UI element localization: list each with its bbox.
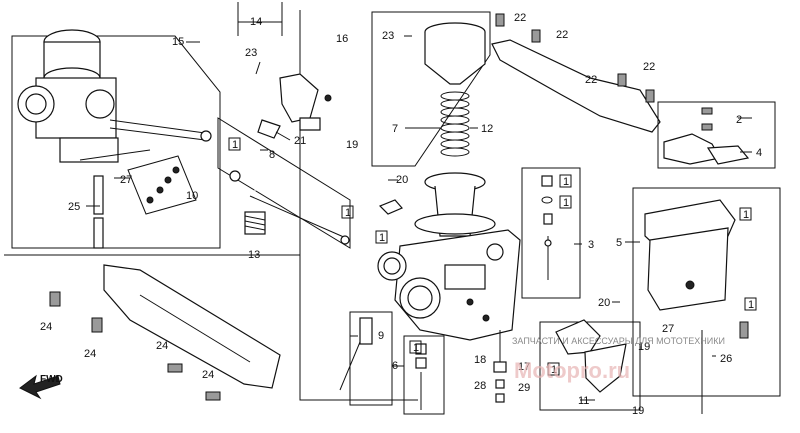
piston-diaphragm-illustration — [414, 172, 496, 237]
choke-parts-illustration — [663, 107, 750, 165]
callout-27a: 27 — [120, 174, 132, 186]
mounting-bracket-plate-illustration — [103, 264, 281, 389]
callout-27b: 27 — [662, 323, 674, 335]
ref-1-b: 1 — [345, 207, 351, 219]
sub-frame-9 — [349, 311, 393, 406]
watermark-tagline: ЗАПЧАСТИ И АКСЕССУАРЫ ДЛЯ МОТОТЕХНИКИ — [512, 336, 725, 346]
callout-16: 16 — [336, 33, 348, 45]
needle-9-illustration — [339, 317, 373, 391]
callout-24b: 24 — [156, 340, 168, 352]
bolts-24-illustration — [49, 291, 221, 401]
callout-3: 3 — [588, 239, 594, 251]
callout-22b: 22 — [556, 29, 568, 41]
watermark-brand: Motopro.ru — [514, 358, 630, 383]
callout-13: 13 — [248, 249, 260, 261]
ref-1-d: 1 — [563, 176, 569, 188]
screws-22-illustration — [495, 13, 655, 103]
parts-17-18-28-29-illustration — [493, 330, 507, 403]
callout-20b: 20 — [598, 297, 610, 309]
ref-1-a: 1 — [232, 139, 238, 151]
ref-1-i: 1 — [551, 364, 557, 376]
shaft-illustration — [229, 145, 350, 245]
ref-1-boxes: 1 1 1 1 1 1 1 1 1 — [228, 137, 757, 376]
callout-19a: 19 — [346, 139, 358, 151]
callout-21: 21 — [294, 135, 306, 147]
callout-9: 9 — [378, 330, 384, 342]
fwd-label: FWD — [40, 374, 63, 385]
callout-leaders — [86, 35, 752, 401]
sub-frame-2-4 — [657, 101, 776, 169]
float-chamber-illustration — [644, 199, 736, 311]
jets-illustration — [541, 175, 553, 280]
callout-19b: 19 — [638, 341, 650, 353]
callout-12: 12 — [481, 123, 493, 135]
callout-4: 4 — [756, 147, 762, 159]
callout-23b: 23 — [382, 30, 394, 42]
callout-8: 8 — [269, 149, 275, 161]
pin-25-illustration — [93, 175, 104, 215]
sub-frame-11 — [539, 321, 641, 411]
ref-1-h: 1 — [413, 342, 419, 354]
throttle-bracket-illustration — [257, 73, 332, 139]
callout-6: 6 — [392, 360, 398, 372]
drain-screw-illustration — [739, 321, 749, 339]
callout-29: 29 — [518, 382, 530, 394]
pin-25b-illustration — [93, 217, 104, 249]
callout-24a: 24 — [40, 321, 52, 333]
ref-1-g: 1 — [748, 299, 754, 311]
callout-17: 17 — [518, 361, 530, 373]
vacuum-cap-illustration — [424, 22, 486, 85]
callout-2: 2 — [736, 114, 742, 126]
callout-numbers: 14 15 23 16 23 22 22 22 22 7 12 21 8 19 … — [40, 12, 762, 417]
sub-frame-8 — [217, 117, 351, 249]
spring-12-illustration — [440, 91, 470, 157]
callout-28: 28 — [474, 380, 486, 392]
ref-1-c: 1 — [379, 232, 385, 244]
throttle-cover-11-illustration — [555, 319, 627, 393]
callout-7: 7 — [392, 123, 398, 135]
sub-frame-6 — [403, 335, 445, 415]
callout-22c: 22 — [585, 74, 597, 86]
spring-13-illustration — [244, 211, 266, 235]
carburetor-body-illustration — [377, 199, 521, 341]
callout-20a: 20 — [396, 174, 408, 186]
sub-frame-10 — [127, 155, 197, 215]
callout-14: 14 — [250, 16, 262, 28]
callout-5: 5 — [616, 237, 622, 249]
sub-frame-16 — [371, 11, 491, 167]
sub-frame-5 — [632, 187, 781, 397]
cable-rail-illustration — [491, 39, 661, 133]
callout-24d: 24 — [202, 369, 214, 381]
callout-25: 25 — [68, 201, 80, 213]
carburetor-assembly-illustration — [17, 29, 212, 163]
sub-frame-3 — [521, 167, 581, 299]
callout-23a: 23 — [245, 47, 257, 59]
callout-18: 18 — [474, 354, 486, 366]
ref-1-f: 1 — [743, 209, 749, 221]
callout-10: 10 — [186, 190, 198, 202]
callout-22a: 22 — [514, 12, 526, 24]
carburetor-assembly-frame — [11, 29, 221, 249]
callout-11: 11 — [578, 395, 589, 407]
section-14-frame — [4, 2, 418, 401]
callout-26: 26 — [720, 353, 732, 365]
ref-1-e: 1 — [563, 197, 569, 209]
callout-19c: 19 — [632, 405, 644, 417]
fwd-arrow-icon — [19, 374, 61, 400]
callout-15: 15 — [172, 36, 184, 48]
callout-22d: 22 — [643, 61, 655, 73]
callout-24c: 24 — [84, 348, 96, 360]
